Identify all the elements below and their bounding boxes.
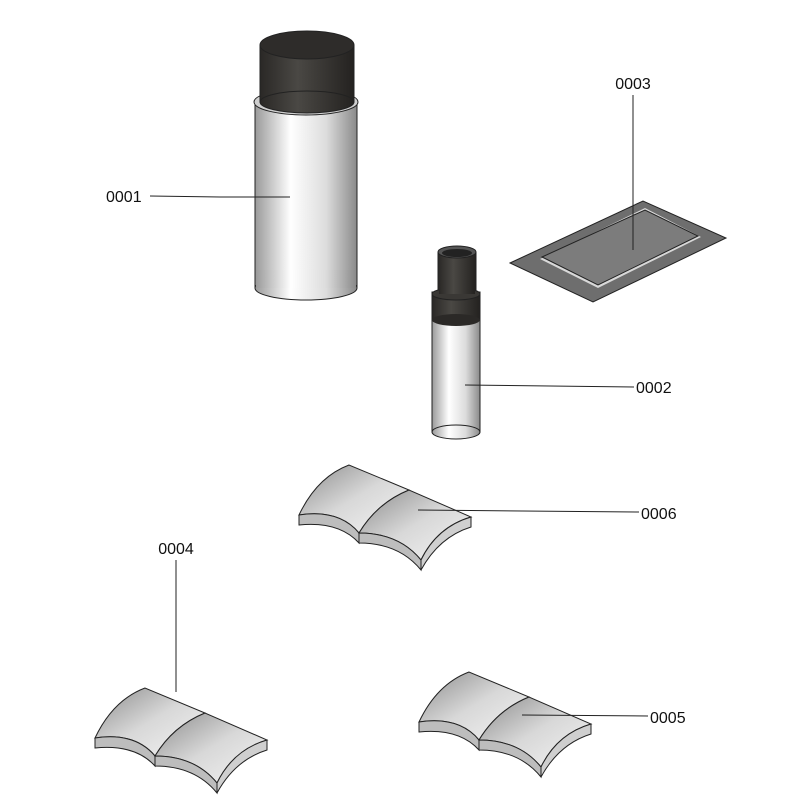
- part-label-0002: 0002: [636, 380, 672, 397]
- part-label-0005: 0005: [650, 710, 686, 727]
- cloth-pad-0004: [94, 687, 268, 794]
- cloth-pad-0006: [298, 464, 472, 571]
- leader-line-0006: [417, 509, 640, 513]
- spray-can-part: [253, 30, 359, 301]
- part-label-0006: 0006: [641, 506, 677, 523]
- touch-up-pen-part: [431, 245, 481, 440]
- leader-line-0005: [521, 714, 649, 717]
- sanding-pad-part: [508, 200, 728, 303]
- part-label-0001: 0001: [106, 189, 142, 206]
- cloth-pad-0005: [418, 671, 592, 778]
- part-label-0003: 0003: [615, 76, 651, 93]
- leader-line-0001: [149, 195, 221, 198]
- leader-line-0002: [464, 384, 635, 388]
- part-label-0004: 0004: [158, 541, 194, 558]
